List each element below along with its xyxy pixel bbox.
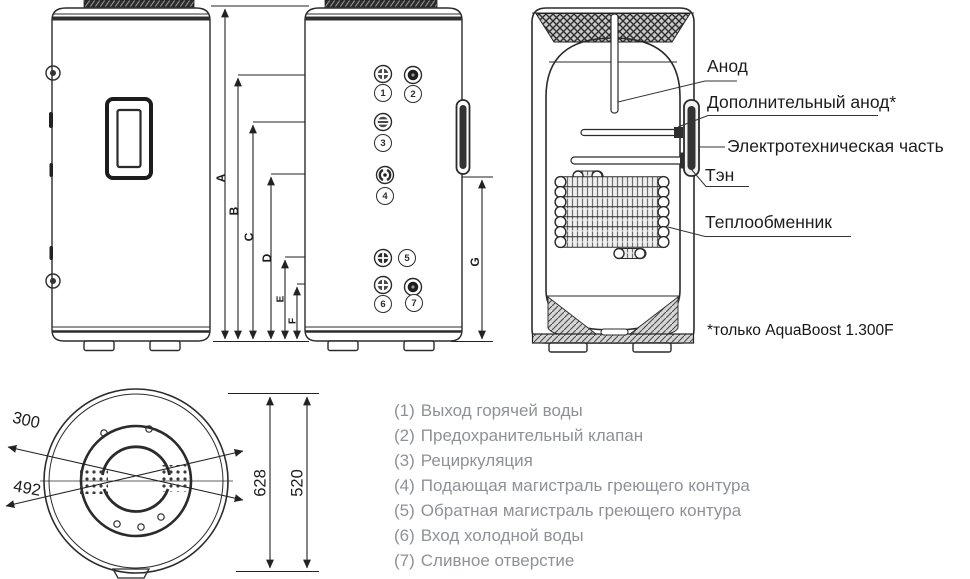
legend-item: (1)Выход горячей воды [394, 401, 583, 420]
dim-letter-f: F [287, 317, 299, 325]
port-4-fitting [375, 165, 395, 185]
front-view [45, 0, 211, 352]
dim-line-492 [5, 449, 244, 508]
legend-item: (3)Рециркуляция [394, 451, 533, 470]
legend-item: (4)Подающая магистраль греющего контура [394, 476, 750, 495]
rear-view [304, 0, 471, 352]
top-view [5, 388, 319, 579]
port-6-fitting [373, 275, 393, 295]
rear-foot-right [403, 340, 435, 352]
port-badge-2: 2 [404, 85, 422, 103]
port-badge-6: 6 [374, 295, 392, 313]
dim-letter-e: E [275, 295, 287, 303]
heating-element-label: Тэн [705, 165, 735, 185]
anode-rod [610, 13, 619, 114]
heating-element-rod [570, 156, 685, 165]
top-view-dim-520: 520 [288, 469, 307, 497]
anode-label: Анод [707, 56, 748, 76]
heat-exchanger-coil [554, 170, 670, 260]
port-2-fitting [403, 65, 423, 85]
rear-top-rim [324, 0, 438, 8]
legend-item: (5)Обратная магистраль греющего контура [394, 501, 742, 520]
rear-foot-left [327, 340, 359, 352]
leader-lines [617, 80, 878, 237]
legend-item: (2)Предохранительный клапан [394, 426, 644, 445]
port-badge-1: 1 [374, 84, 392, 102]
side-fitting-upper [45, 65, 61, 81]
port-7-fitting [403, 277, 423, 297]
top-view-dim-628: 628 [251, 469, 270, 497]
legend-item: (6)Вход холодной воды [394, 526, 584, 545]
port-5-fitting [373, 248, 393, 268]
cutaway-foot-left [548, 342, 588, 353]
port-badge-7: 7 [405, 294, 423, 312]
dim-letter-c: C [242, 232, 256, 242]
port-badge-3: 3 [374, 134, 392, 152]
cutaway-foot-right [632, 342, 672, 353]
dim-letter-g: G [468, 257, 482, 267]
heat-exchanger-label: Теплообменник [705, 212, 832, 232]
dim-letter-a: A [214, 173, 228, 183]
port-1-fitting [373, 64, 393, 84]
cutaway-view [531, 7, 700, 353]
top-view-foot [111, 568, 151, 579]
dim-letter-d: D [260, 253, 274, 263]
additional-anode-label: Дополнительный анод* [707, 92, 897, 112]
additional-anode-rod [580, 128, 681, 137]
dim-letter-b: B [227, 206, 241, 216]
dim-line-300 [7, 444, 244, 503]
front-foot-right [149, 340, 181, 352]
port-3-fitting [373, 112, 393, 132]
front-top-rim [83, 0, 195, 8]
side-fitting-lower [45, 273, 61, 289]
electrical-part-label: Электротехническая часть [727, 136, 944, 156]
footnote: *только AquaBoost 1.300F [707, 322, 894, 339]
port-badge-5: 5 [398, 249, 416, 267]
legend-list: (1)Выход горячей воды (2)Предохранительн… [394, 398, 750, 573]
control-panel-display [116, 108, 142, 169]
port-badge-4: 4 [376, 187, 394, 205]
legend-item: (7)Сливное отверстие [394, 551, 575, 570]
front-foot-left [83, 340, 115, 352]
